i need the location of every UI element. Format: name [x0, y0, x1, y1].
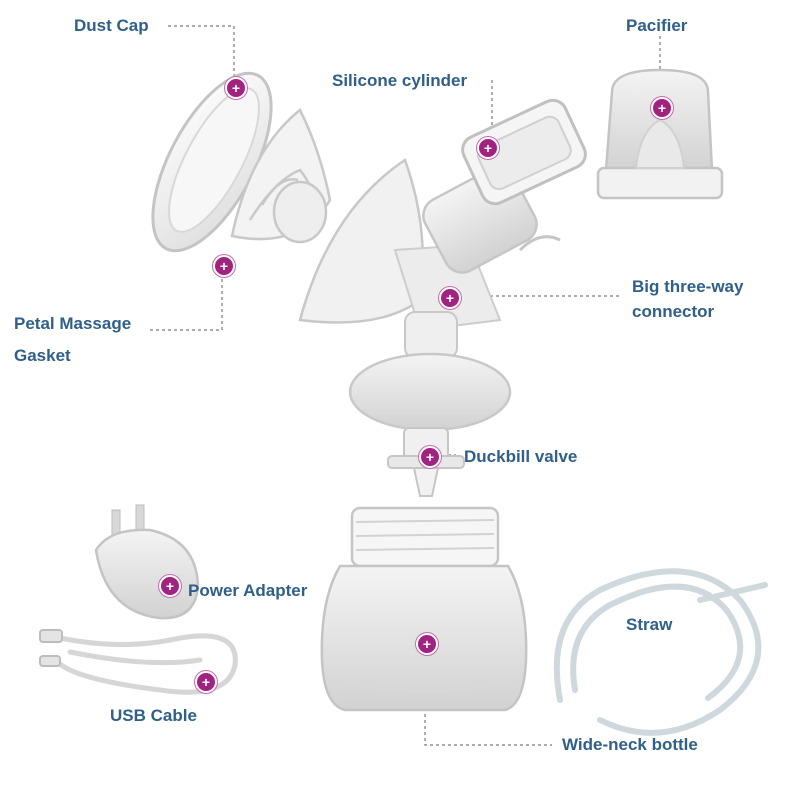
pacifier-label: Pacifier — [626, 16, 688, 35]
petal-gasket-label-line2: Gasket — [14, 346, 71, 365]
power-adapter-marker[interactable] — [159, 575, 181, 597]
usb-cable-marker[interactable] — [195, 671, 217, 693]
petal-gasket-label-line1: Petal Massage — [14, 314, 132, 333]
petal-gasket-illustration — [230, 108, 332, 244]
bottle-illustration — [320, 506, 528, 712]
duckbill-valve-marker[interactable] — [419, 446, 441, 468]
dust-cap-label: Dust Cap — [74, 16, 149, 35]
big-connector-label-line2: connector — [632, 302, 715, 321]
big-connector-marker[interactable] — [439, 287, 461, 309]
usb-cable-label: USB Cable — [110, 706, 197, 725]
silicone-cylinder-marker[interactable] — [477, 137, 499, 159]
straw-label: Straw — [626, 615, 673, 634]
duckbill-valve-label: Duckbill valve — [464, 447, 578, 466]
silicone-cylinder-label: Silicone cylinder — [332, 71, 468, 90]
dust-cap-marker[interactable] — [225, 77, 247, 99]
power-adapter-label: Power Adapter — [188, 581, 308, 600]
silicone-cylinder-illustration — [461, 98, 587, 206]
bottle-label: Wide-neck bottle — [562, 735, 698, 754]
pump-body-illustration — [298, 158, 561, 432]
straw-illustration — [553, 568, 768, 736]
power-adapter-illustration — [94, 504, 200, 620]
petal-gasket-marker[interactable] — [213, 255, 235, 277]
bottle-marker[interactable] — [416, 633, 438, 655]
big-connector-label-line1: Big three-way — [632, 277, 744, 296]
pacifier-illustration — [596, 68, 724, 200]
usb-cable-illustration — [39, 629, 238, 695]
pacifier-marker[interactable] — [651, 97, 673, 119]
